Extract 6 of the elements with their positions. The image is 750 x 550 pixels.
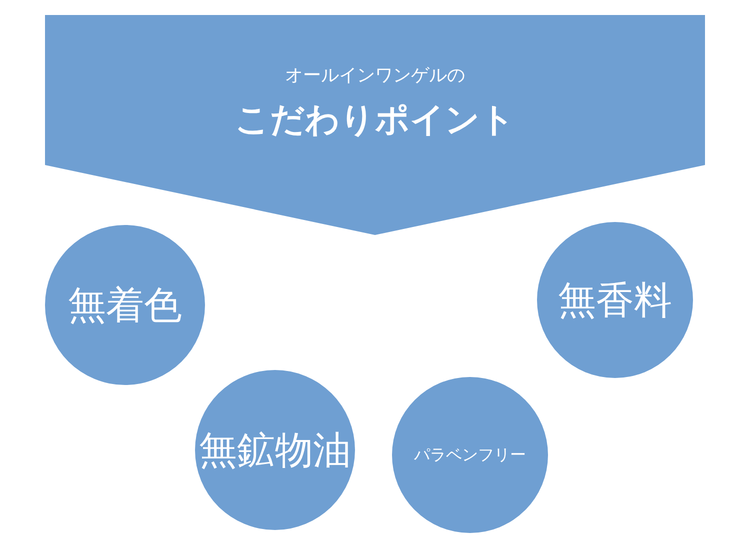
banner-subtitle: オールインワンゲルの (285, 64, 465, 87)
feature-label: パラベンフリー (414, 444, 526, 466)
feature-label: 無着色 (68, 282, 182, 328)
feature-label: 無鉱物油 (199, 426, 351, 474)
feature-label: 無香料 (558, 276, 672, 324)
banner-title: こだわりポイント (235, 99, 515, 142)
